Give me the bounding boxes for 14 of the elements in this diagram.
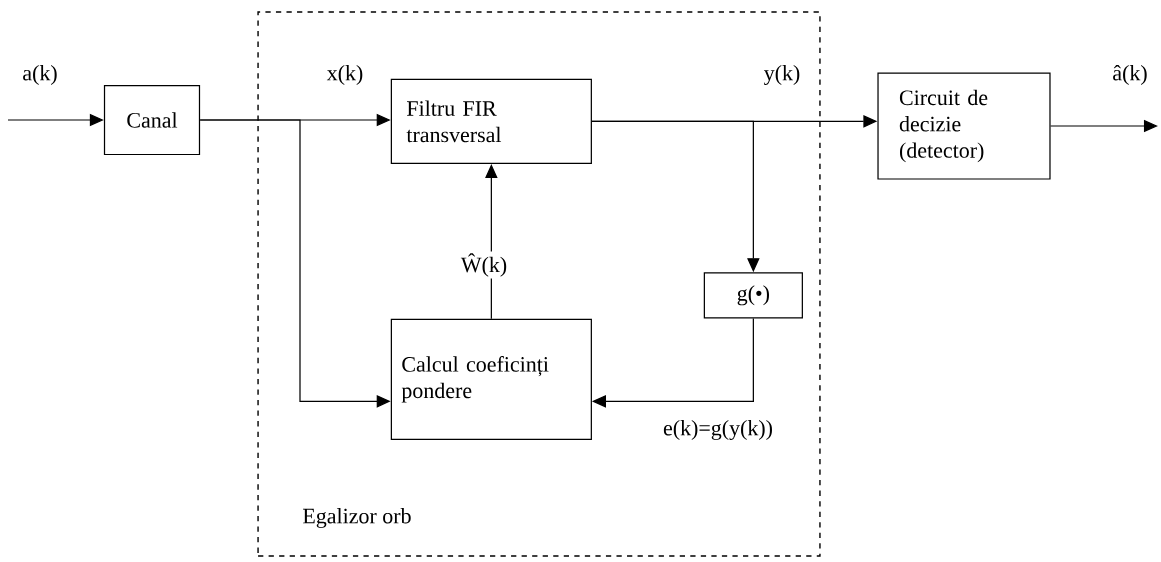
signal-label: e(k)=g(y(k))	[661, 418, 775, 442]
arrow	[592, 317, 754, 408]
signal-label: y(k)	[761, 63, 803, 87]
group-label: Egalizor orb	[303, 508, 411, 528]
block-box: Filtru FIR transversal	[390, 78, 592, 164]
signal-label: a(k)	[20, 63, 60, 87]
signal-label: x(k)	[324, 63, 366, 87]
block-box: Calcul coeficinți pondere	[390, 318, 592, 440]
signal-label: Ŵ(k)	[459, 251, 509, 279]
block-box: Canal	[103, 84, 201, 156]
arrow	[485, 164, 498, 320]
signal-label: â(k)	[1110, 63, 1150, 87]
block-box: Circuit de decizie (detector)	[877, 72, 1051, 180]
block-box: g(•)	[703, 272, 803, 319]
